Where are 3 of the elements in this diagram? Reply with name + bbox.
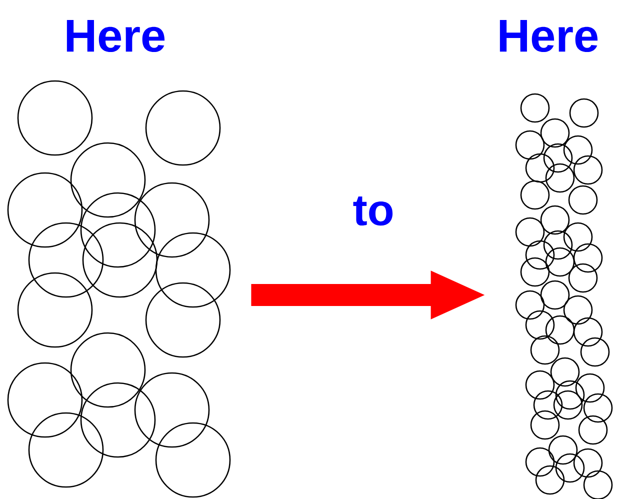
edge-label: to bbox=[353, 196, 393, 226]
heading: Here bbox=[66, 20, 165, 52]
heading: Here bbox=[500, 20, 598, 52]
